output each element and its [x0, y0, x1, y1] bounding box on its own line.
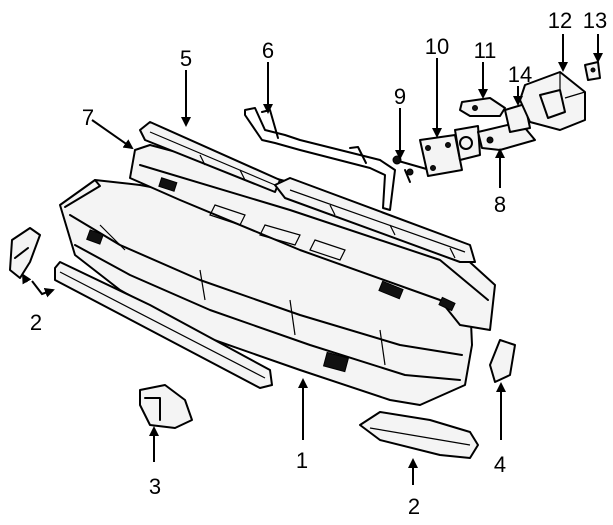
callout-10: 10	[425, 34, 449, 59]
callout-14: 14	[508, 62, 532, 87]
spacer-part	[504, 103, 531, 133]
callout-1: 1	[296, 448, 308, 473]
left-corner-bracket-part	[9, 227, 41, 279]
mounting-plate-part	[419, 134, 463, 177]
callout-4: 4	[494, 452, 506, 477]
callout-9: 9	[394, 84, 406, 109]
small-bracket-part	[459, 97, 506, 117]
callout-8: 8	[494, 192, 506, 217]
callout-2-left: 2	[30, 310, 42, 335]
mount-bracket-part	[519, 71, 586, 131]
callout-12: 12	[548, 8, 572, 33]
lower-bracket-part	[139, 384, 193, 429]
bumper-extension-part	[489, 339, 516, 383]
callout-7: 7	[82, 105, 94, 130]
callout-11: 11	[474, 38, 497, 63]
energy-absorber-part	[454, 121, 536, 161]
callout-5: 5	[180, 46, 192, 71]
callout-2-bottom: 2	[408, 494, 420, 519]
lower-molding-part	[359, 411, 479, 459]
callout-13: 13	[583, 8, 607, 33]
upper-retainer-part	[139, 121, 476, 263]
callout-6: 6	[262, 38, 274, 63]
clip-part	[584, 61, 601, 81]
lower-strip-part	[54, 261, 273, 389]
callout-3: 3	[149, 474, 161, 499]
leader-lines	[22, 34, 603, 485]
